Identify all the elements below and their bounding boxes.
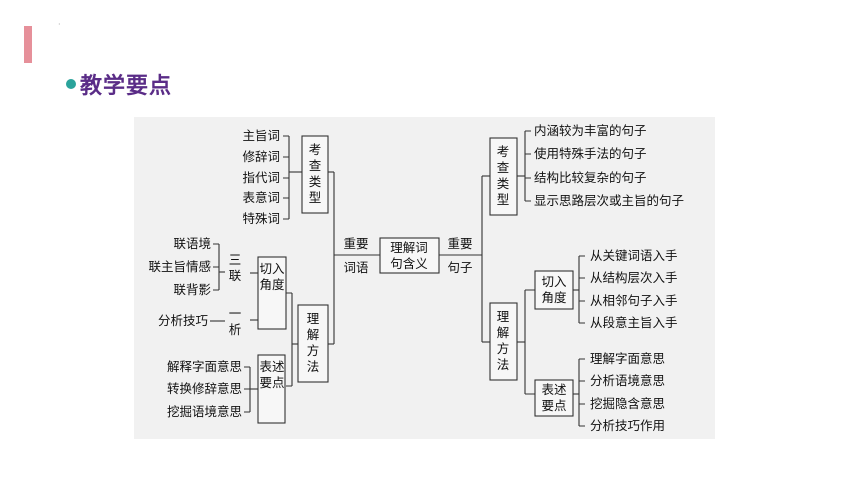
left-branch-label-1: 重要: [343, 236, 368, 251]
right-branch-label-1: 重要: [447, 236, 472, 251]
right-qieru-box: [534, 270, 574, 310]
right-lijie-ticks: [525, 289, 535, 395]
right-kaocha-item: 内涵较为丰富的句子: [534, 123, 647, 138]
left-biaoshu-item: 挖掘语境意思: [167, 404, 242, 419]
section-heading: 教学要点: [66, 68, 172, 100]
left-lianjing-item: 联背影: [173, 282, 211, 297]
left-biaoshu-item: 解释字面意思: [167, 359, 242, 374]
right-biaoshu-item: 分析语境意思: [590, 373, 665, 388]
right-biaoshu-item: 理解字面意思: [590, 351, 665, 366]
left-lianjing-ticks: [213, 243, 219, 291]
left-lijie-ticks: [286, 292, 292, 387]
left-biaoshu-label-1: 表述: [259, 359, 285, 374]
right-lijie-label-3: 方: [497, 341, 510, 356]
right-kaocha-label-1: 考: [497, 144, 510, 159]
accent-bar: [24, 26, 32, 63]
right-branch-label-2: 句子: [447, 260, 472, 275]
right-qieru-item: 从相邻句子入手: [590, 293, 678, 308]
right-biaoshu-box: [534, 379, 574, 417]
right-biaoshu-item: 分析技巧作用: [590, 418, 665, 433]
left-kaocha-item: 特殊词: [242, 211, 280, 226]
center-line-1: 理解词: [390, 240, 428, 255]
left-branch-label-2: 词语: [343, 260, 368, 275]
left-lijie-label-2: 解: [307, 327, 320, 342]
right-kaocha-box: [489, 137, 518, 216]
left-kaocha-box: [301, 135, 329, 214]
right-kaocha-label-3: 类: [497, 176, 510, 191]
center-line-2: 句含义: [390, 256, 428, 271]
left-lijie-label-3: 方: [307, 343, 320, 358]
right-biaoshu-label-1: 表述: [541, 382, 567, 397]
right-biaoshu-ticks: [579, 358, 585, 427]
left-lijie-box: [297, 304, 329, 383]
left-kaocha-item: 主旨词: [242, 128, 280, 143]
left-kaocha-label-1: 考: [309, 142, 322, 157]
right-qieru-item: 从关键词语入手: [590, 248, 678, 263]
right-qieru-ticks: [579, 255, 585, 324]
right-kaocha-ticks: [525, 130, 531, 202]
left-lijie-label-1: 理: [307, 311, 320, 326]
left-lijie-label-4: 法: [307, 359, 320, 374]
left-biaoshu-box: [257, 354, 286, 424]
left-biaoshu-item: 转换修辞意思: [167, 381, 242, 396]
left-kaocha-item: 表意词: [242, 190, 280, 205]
left-kaocha-item: 指代词: [242, 170, 280, 185]
left-sanlian-2: 联: [229, 268, 242, 283]
right-kaocha-item: 使用特殊手法的句子: [534, 146, 647, 161]
left-kaocha-label-4: 型: [309, 190, 322, 205]
left-yixi-2: 析: [229, 322, 242, 337]
bullet-icon: [66, 79, 76, 89]
left-kaocha-ticks: [283, 135, 289, 220]
heading-title: 教学要点: [80, 74, 173, 99]
right-kaocha-item: 结构比较复杂的句子: [534, 170, 647, 185]
left-kaocha-item: 修辞词: [242, 149, 280, 164]
right-biaoshu-label-2: 要点: [541, 398, 566, 413]
right-lijie-label-1: 理: [497, 309, 510, 324]
right-qieru-label-1: 切入: [541, 274, 567, 289]
right-lijie-label-2: 解: [497, 325, 510, 340]
right-qieru-item: 从结构层次入手: [590, 270, 678, 285]
right-biaoshu-item: 挖掘隐含意思: [590, 396, 665, 411]
left-lianjing-item: 联语境: [173, 236, 211, 251]
left-yixi-1: 一: [229, 306, 242, 321]
left-biaoshu-ticks: [244, 366, 250, 413]
left-biaoshu-label-2: 要点: [259, 375, 284, 390]
left-sanlian-1: 三: [229, 252, 242, 267]
right-kaocha-label-2: 查: [497, 160, 510, 175]
left-lianjing-item: 联主旨情感: [148, 259, 211, 274]
right-kaocha-label-4: 型: [497, 192, 510, 207]
left-qieru-label-2: 角度: [259, 277, 285, 292]
decorative-dot: ·: [58, 20, 61, 29]
mind-map-diagram: 理解词 句含义 重要 词语 重要 句子 考 查 类 型 主旨词 修辞词 指代词 …: [148, 123, 684, 433]
right-kaocha-item: 显示思路层次或主旨的句子: [534, 193, 684, 208]
left-kaocha-label-3: 类: [309, 174, 322, 189]
right-qieru-label-2: 角度: [541, 290, 567, 305]
mind-map-panel: 理解词 句含义 重要 词语 重要 句子 考 查 类 型 主旨词 修辞词 指代词 …: [134, 117, 715, 439]
left-qieru-box: [257, 256, 287, 330]
right-qieru-item: 从段意主旨入手: [590, 315, 678, 330]
right-lijie-label-4: 法: [497, 357, 510, 372]
left-fenxi-item: 分析技巧: [158, 313, 208, 328]
left-kaocha-label-2: 查: [309, 158, 322, 173]
left-qieru-label-1: 切入: [259, 261, 285, 276]
